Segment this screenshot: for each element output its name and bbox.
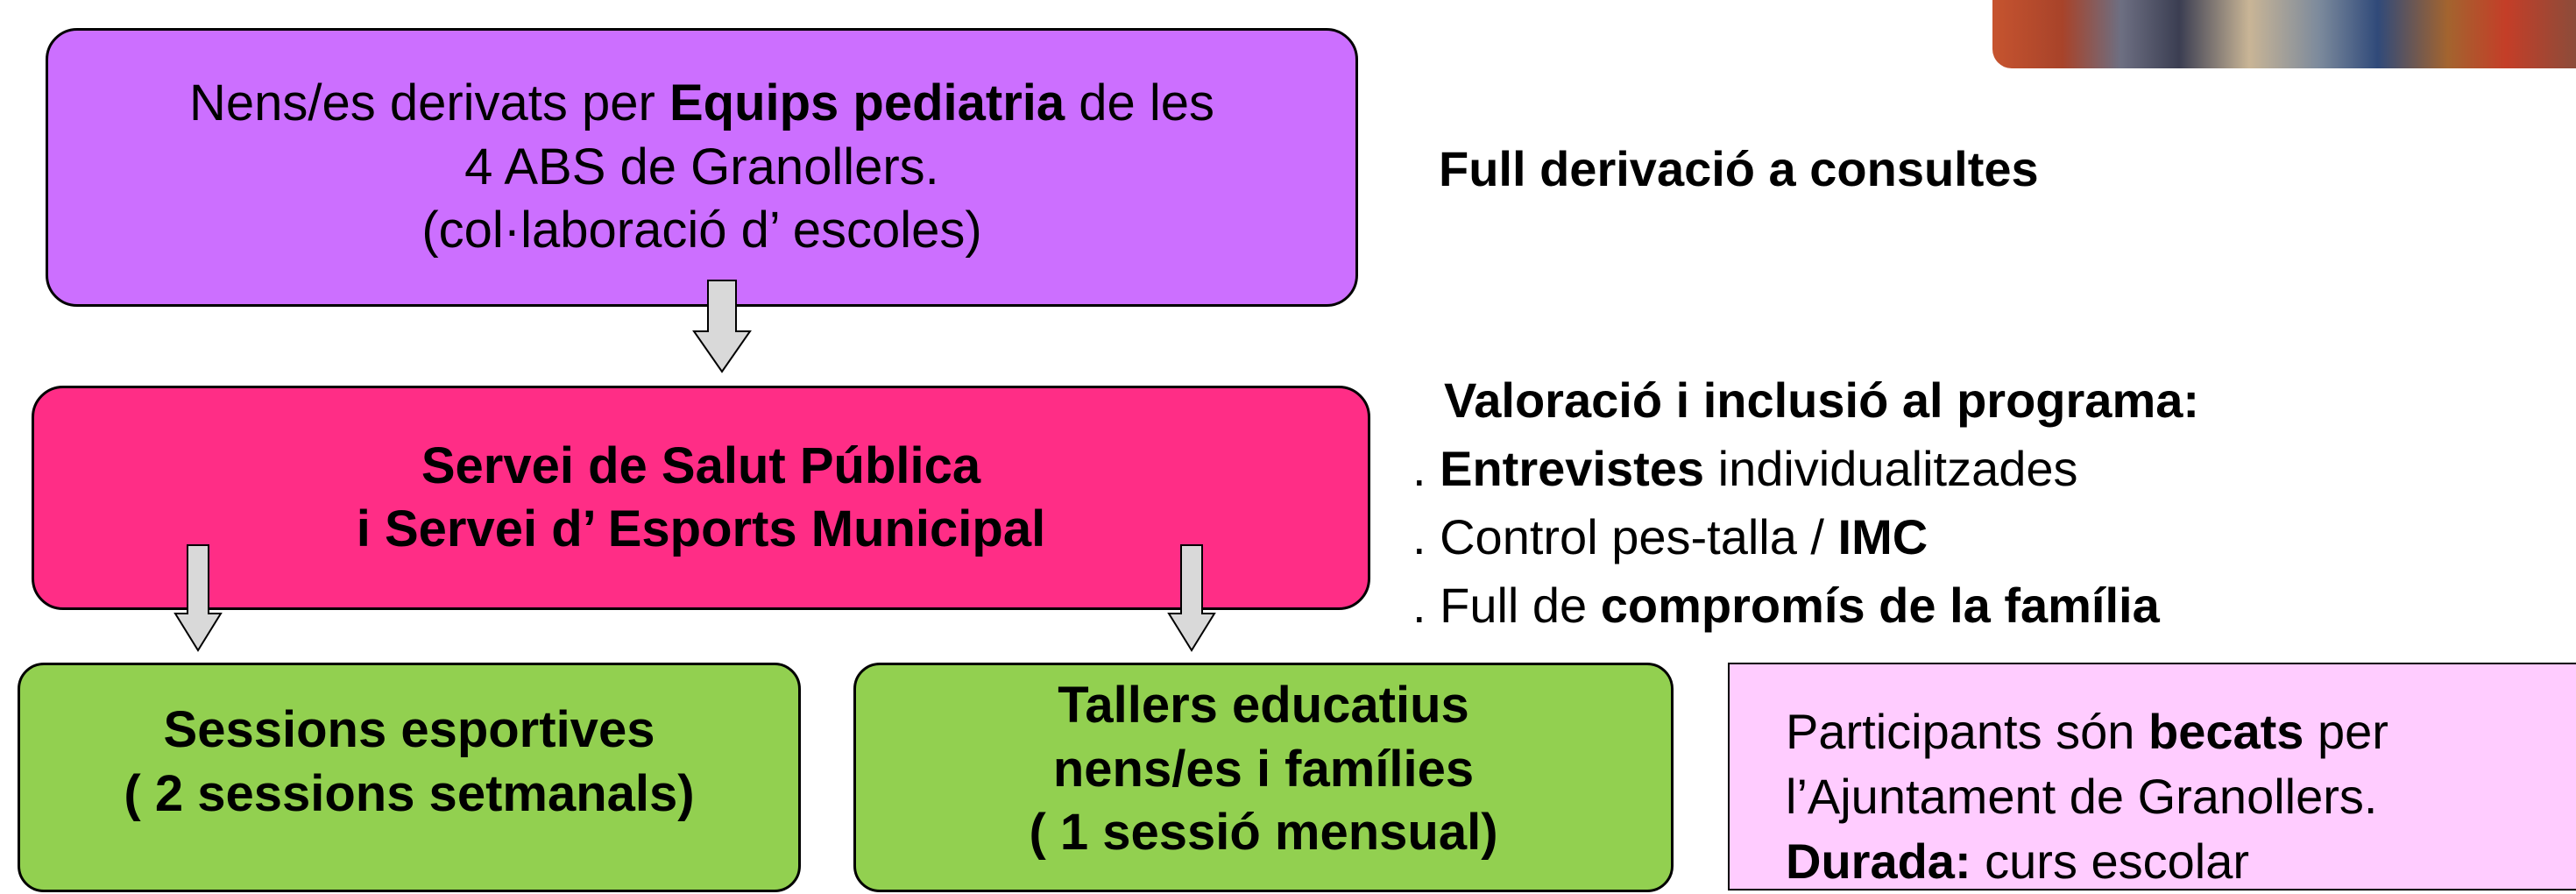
- sports-sessions-line-2: ( 2 sessions setmanals): [124, 764, 695, 822]
- participants-note-box: Participants són becats per l’Ajuntament…: [1728, 663, 2576, 890]
- assessment-item-commitment: . Full de compromís de la família: [1412, 578, 2160, 633]
- sports-sessions-box: Sessions esportives ( 2 sessions setmana…: [18, 663, 801, 892]
- note-line-1: Participants són becats per: [1786, 704, 2388, 759]
- note-line-2: l’Ajuntament de Granollers.: [1786, 769, 2378, 824]
- workshops-line-3: ( 1 sessió mensual): [1029, 804, 1498, 861]
- assessment-item-interviews: . Entrevistes individualitzades: [1412, 441, 2078, 496]
- assessment-item-imc: . Control pes-talla / IMC: [1412, 509, 1928, 564]
- referral-form-annotation: Full derivació a consultes: [1439, 141, 2039, 196]
- workshops-line-1: Tallers educatius: [1058, 677, 1469, 734]
- referral-line-2: 4 ABS de Granollers.: [464, 138, 939, 195]
- sports-sessions-line-1: Sessions esportives: [163, 701, 655, 758]
- group-photo: [1992, 0, 2576, 68]
- referral-box: Nens/es derivats per Equips pediatria de…: [46, 28, 1358, 307]
- public-health-line-1: Servei de Salut Pública: [421, 436, 981, 494]
- public-health-service-box: Servei de Salut Pública i Servei d’ Espo…: [32, 386, 1370, 610]
- public-health-line-2: i Servei d’ Esports Municipal: [356, 500, 1046, 557]
- note-line-3: Durada: curs escolar: [1786, 834, 2250, 889]
- referral-line-1: Nens/es derivats per Equips pediatria de…: [188, 74, 1215, 132]
- educational-workshops-box: Tallers educatius nens/es i famílies ( 1…: [853, 663, 1674, 892]
- workshops-line-2: nens/es i famílies: [1052, 740, 1475, 798]
- arrow-down-1: [692, 280, 752, 373]
- arrow-down-2: [173, 544, 223, 652]
- arrow-down-3: [1167, 544, 1216, 652]
- referral-line-3: (col·laboració d’ escoles): [421, 202, 982, 259]
- assessment-title: Valoració i inclusió al programa:: [1444, 372, 2200, 428]
- equips-pediatria-text: Equips pediatria: [669, 74, 1065, 132]
- assessment-annotation: Valoració i inclusió al programa: . Entr…: [1412, 366, 2199, 640]
